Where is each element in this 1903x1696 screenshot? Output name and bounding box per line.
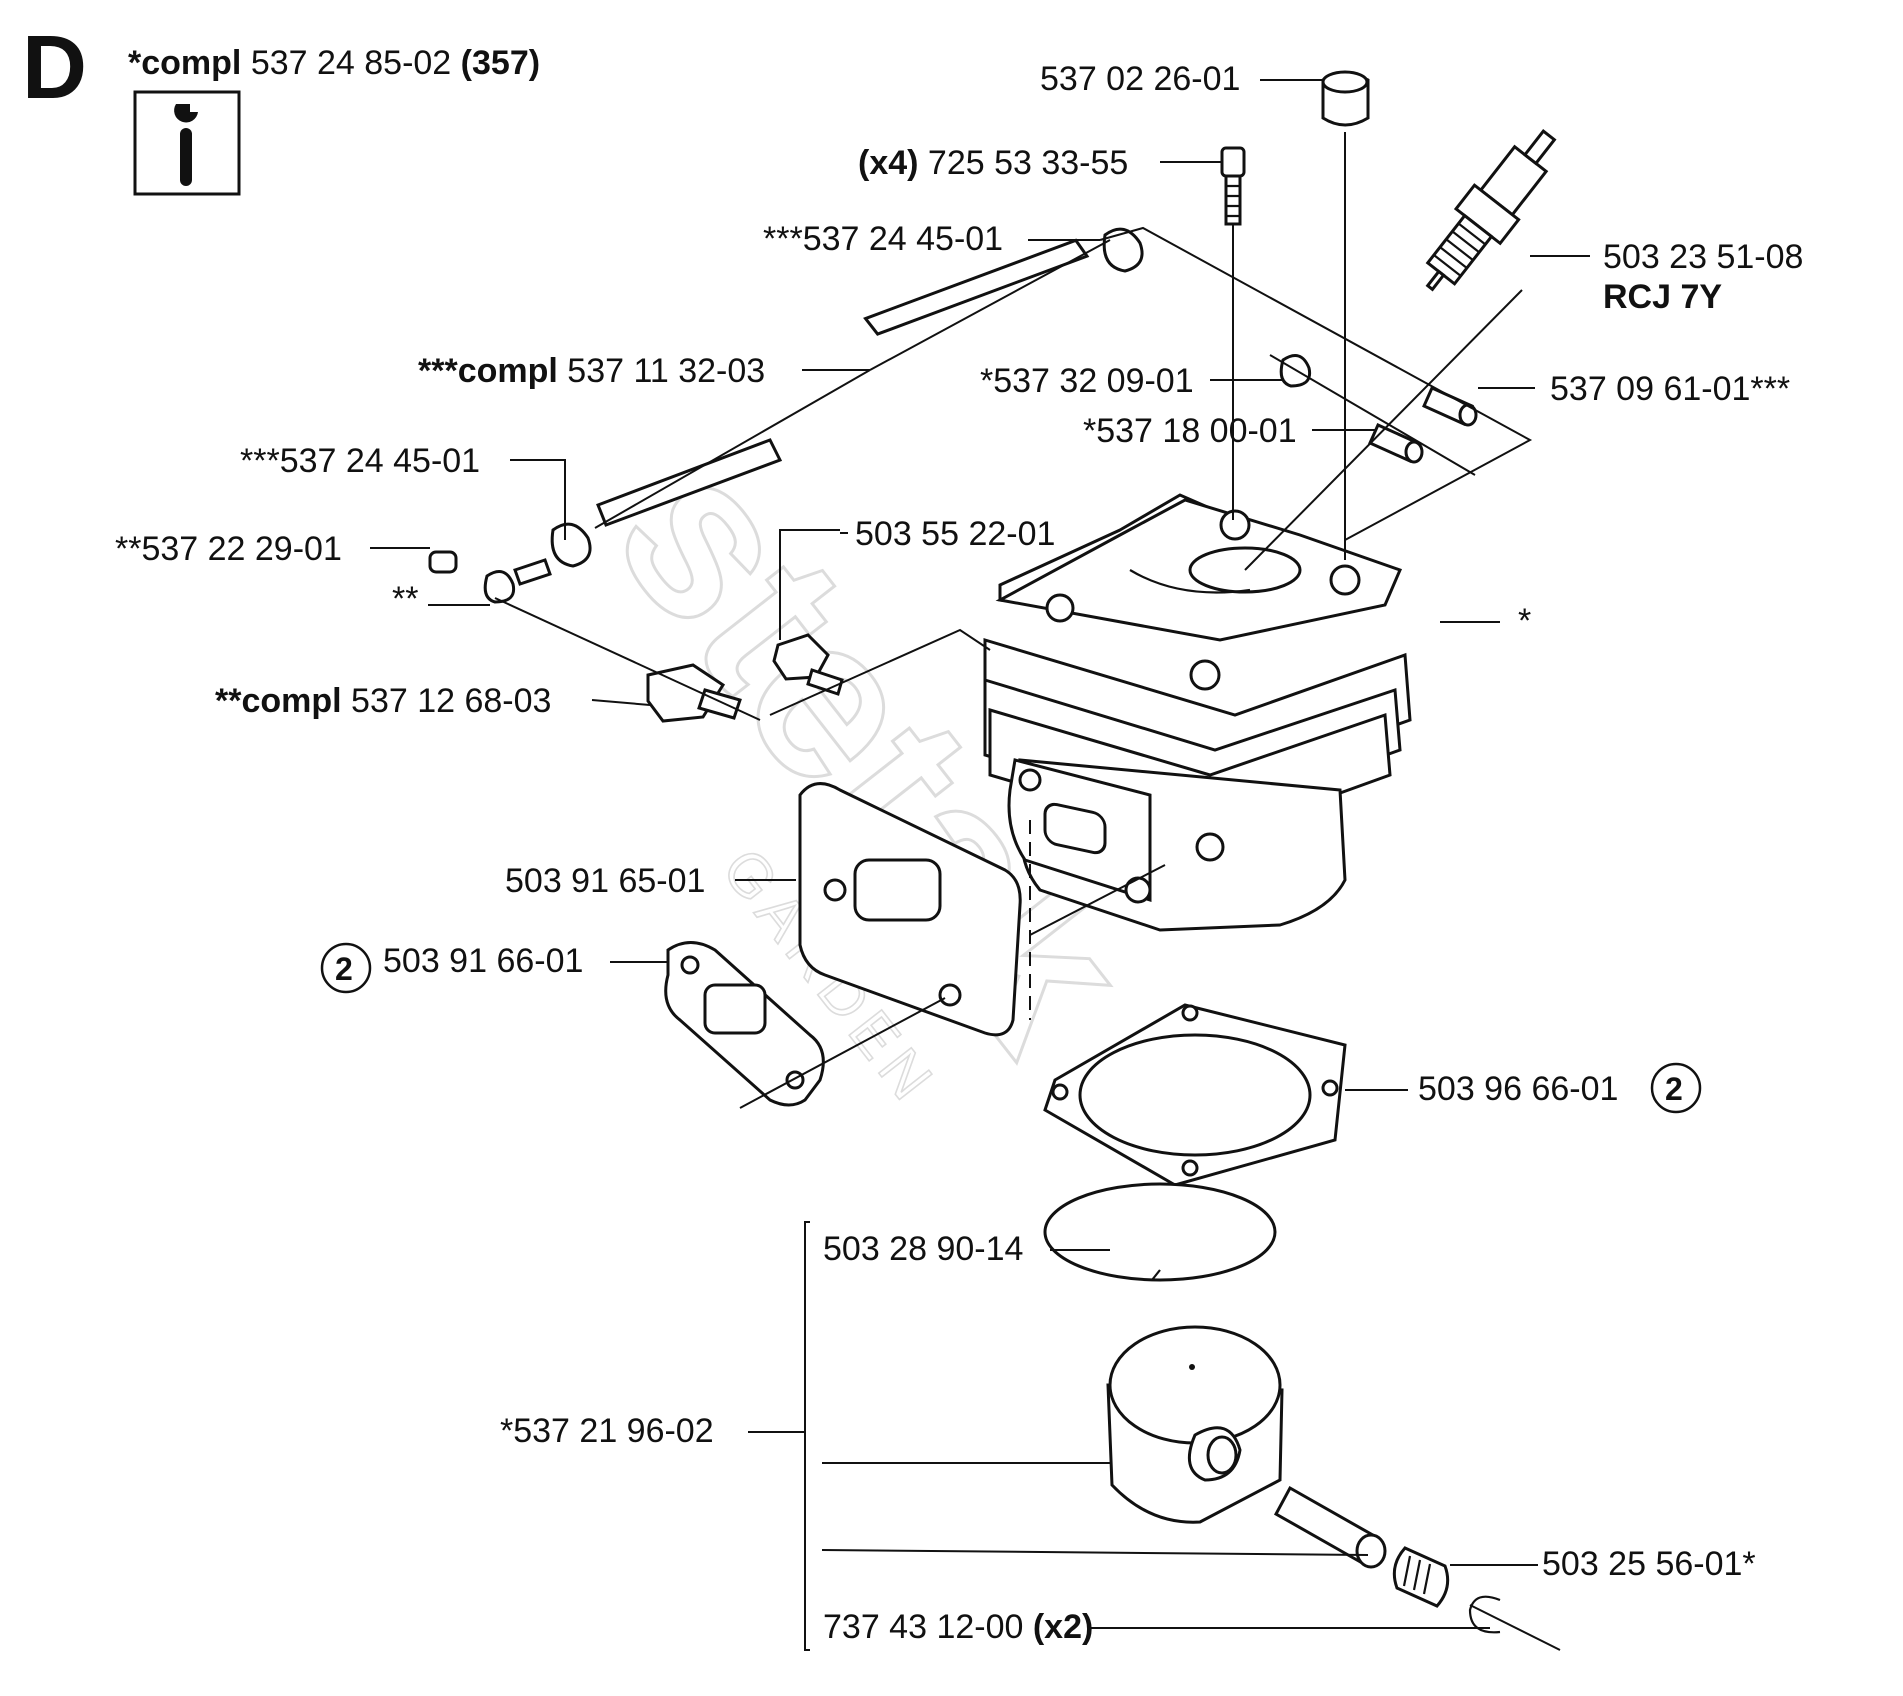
label-needle-bearing: 503 25 56-01* [1542, 1545, 1756, 1583]
header-number: 537 24 85-02 [251, 44, 451, 82]
wrist-pin-part [1273, 1485, 1387, 1569]
label-hose: ***compl 537 11 32-03 [418, 352, 765, 390]
label-clamp-right: *537 32 09-01 [980, 362, 1194, 400]
label-bolt: (x4) 725 53 33-55 [858, 144, 1128, 182]
label-hose-number: 537 11 32-03 [567, 352, 765, 390]
exhaust-plate-part [798, 782, 1022, 1037]
label-spark-plug: 503 23 51-08 [1603, 238, 1803, 276]
svg-text:2: 2 [1665, 1071, 1683, 1107]
label-sleeve-mid: *537 18 00-01 [1083, 412, 1297, 450]
label-valve-prefix: **compl [215, 682, 342, 720]
label-piston-ring: 503 28 90-14 [823, 1230, 1023, 1268]
label-clamp-lower: ***537 24 45-01 [240, 442, 480, 480]
section-letter: D [22, 18, 87, 118]
badge-base-gasket: 2 [1650, 1062, 1702, 1114]
header-prefix: *compl [128, 44, 241, 82]
label-bolt-qty: (x4) [858, 144, 918, 182]
hose-assembly [428, 227, 1144, 723]
label-bolt-number: 725 53 33-55 [928, 144, 1128, 182]
label-valve-number: 537 12 68-03 [351, 682, 551, 720]
piston-ring-part [1043, 1182, 1277, 1282]
label-circlip-number: 737 43 12-00 [823, 1608, 1023, 1646]
label-exhaust-gasket: 503 91 66-01 [383, 942, 583, 980]
label-piston: *537 21 96-02 [500, 1412, 714, 1450]
wrench-info-icon [133, 90, 241, 196]
circlip-part [1468, 1595, 1501, 1634]
leader-lines [370, 79, 1590, 1651]
label-cap: 537 02 26-01 [1040, 60, 1240, 98]
base-gasket-part [1043, 1003, 1347, 1187]
label-spark-plug-type: RCJ 7Y [1603, 278, 1722, 316]
label-base-gasket: 503 96 66-01 [1418, 1070, 1618, 1108]
label-decomp-valve: 503 55 22-01 [855, 515, 1055, 553]
label-double-star: ** [392, 580, 418, 618]
label-exhaust-plate: 503 91 65-01 [505, 862, 705, 900]
assembly-header: *compl 537 24 85-02 (357) [128, 44, 540, 82]
piston-part [1106, 1325, 1284, 1524]
exhaust-gasket-part [664, 941, 825, 1107]
cylinder [983, 493, 1412, 932]
cap-part [1321, 70, 1370, 127]
label-hose-prefix: ***compl [418, 352, 558, 390]
label-valve: **compl 537 12 68-03 [215, 682, 551, 720]
label-sleeve-right: 537 09 61-01*** [1550, 370, 1790, 408]
sleeve-parts [1279, 354, 1478, 464]
part-labels: 537 02 26-01 (x4) 725 53 33-55 ***537 24… [115, 60, 1803, 1646]
label-plug-fitting: **537 22 29-01 [115, 530, 342, 568]
needle-bearing-part [1392, 1546, 1450, 1608]
label-cylinder-star: * [1518, 602, 1531, 640]
label-circlip: 737 43 12-00 (x2) [823, 1608, 1093, 1646]
header-qty: (357) [461, 44, 540, 82]
label-circlip-qty: (x2) [1033, 1608, 1093, 1646]
svg-text:2: 2 [335, 951, 353, 987]
badge-exhaust-gasket: 2 [320, 942, 372, 994]
spark-plug-part [1425, 129, 1557, 292]
label-clamp-top: ***537 24 45-01 [763, 220, 1003, 258]
bolt-part [1220, 146, 1246, 226]
